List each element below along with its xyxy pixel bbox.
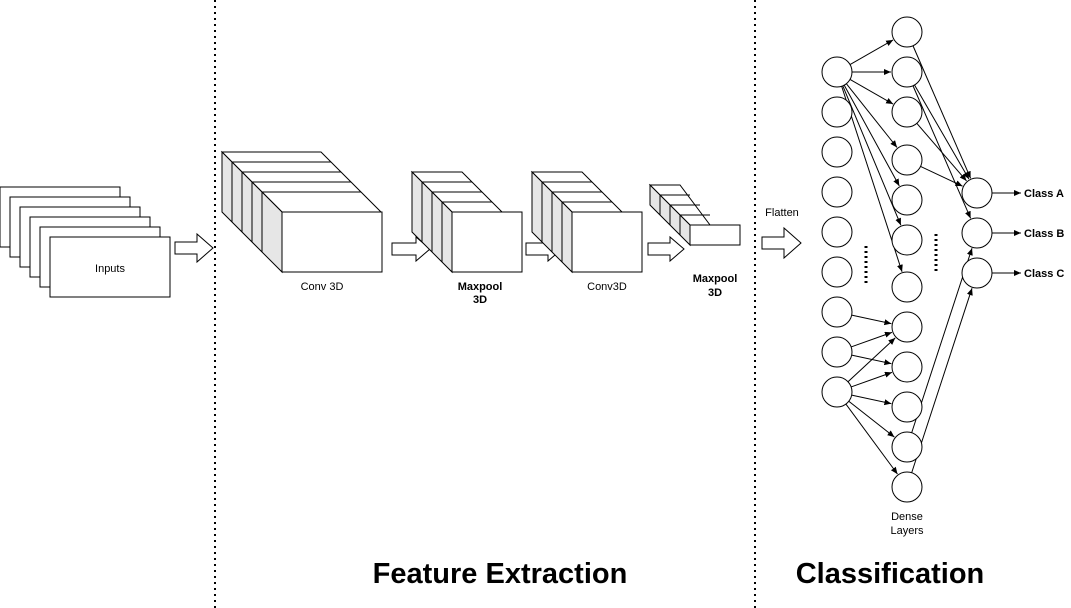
dense-label-line1: Dense — [891, 511, 923, 523]
network-edge — [912, 45, 972, 179]
dense-network — [821, 16, 1021, 503]
conv3d-block-2 — [530, 170, 643, 274]
maxpool-label-1-line1: Maxpool — [458, 281, 503, 293]
maxpool-label-1-line2: 3D — [473, 294, 487, 306]
conv3d-block-1 — [220, 150, 383, 274]
arrow-conv-to-maxpool2 — [647, 235, 685, 263]
class-label-b: Class B — [1024, 228, 1064, 240]
maxpool-label-2-line1: Maxpool — [693, 273, 738, 285]
section-classification: Classification — [796, 558, 985, 590]
maxpool3d-block-1 — [410, 170, 523, 274]
network-edge — [912, 85, 972, 219]
hidden-neuron — [891, 431, 923, 463]
input-neuron — [821, 296, 853, 328]
network-edge — [842, 85, 902, 226]
maxpool-label-2-line2: 3D — [708, 287, 722, 299]
input-neuron — [821, 256, 853, 288]
network-edge — [851, 394, 892, 406]
network-edge — [845, 403, 898, 475]
maxpool3d-block-2 — [648, 183, 741, 247]
network-edge — [914, 84, 970, 180]
inputs-label: Inputs — [95, 263, 125, 275]
hidden-neuron — [891, 224, 923, 256]
output-neuron — [961, 177, 993, 209]
class-output-arrows — [992, 190, 1021, 276]
hidden-neuron — [891, 271, 923, 303]
network-edge — [850, 371, 893, 388]
arrow-conv-to-maxpool — [391, 235, 431, 263]
output-neuron — [961, 257, 993, 289]
network-edge — [850, 331, 893, 348]
hidden-neuron — [891, 311, 923, 343]
conv3d-label-2: Conv3D — [587, 281, 627, 293]
dense-label-line2: Layers — [890, 525, 924, 537]
hidden-neuron — [891, 96, 923, 128]
section-feature-extraction: Feature Extraction — [373, 558, 628, 590]
input-neuron — [821, 176, 853, 208]
class-label-c: Class C — [1024, 268, 1064, 280]
flatten-label: Flatten — [765, 207, 799, 219]
arrow-flatten — [761, 226, 802, 260]
input-neuron — [821, 136, 853, 168]
network-edge — [847, 337, 896, 383]
class-label-a: Class A — [1024, 188, 1064, 200]
hidden-neuron — [891, 144, 923, 176]
input-neuron — [821, 216, 853, 248]
network-edge — [845, 83, 898, 148]
hidden-neuron — [891, 16, 923, 48]
network-edge — [911, 288, 973, 473]
network-edge — [848, 400, 895, 438]
input-neuron — [821, 56, 853, 88]
network-edge — [849, 39, 894, 65]
network-edge — [920, 165, 963, 187]
output-neuron — [961, 217, 993, 249]
network-edge — [851, 314, 892, 326]
hidden-neuron — [891, 351, 923, 383]
hidden-neuron — [891, 391, 923, 423]
input-neuron — [821, 376, 853, 408]
network-nodes — [821, 16, 993, 503]
arrow-inputs-to-conv — [174, 232, 214, 264]
hidden-neuron — [891, 471, 923, 503]
network-edge — [911, 248, 973, 433]
hidden-neuron — [891, 184, 923, 216]
input-stack — [0, 186, 171, 298]
input-neuron — [821, 336, 853, 368]
network-edge — [849, 79, 894, 105]
conv3d-label-1: Conv 3D — [301, 281, 344, 293]
network-edge — [843, 84, 900, 187]
input-neuron — [821, 96, 853, 128]
hidden-neuron — [891, 56, 923, 88]
